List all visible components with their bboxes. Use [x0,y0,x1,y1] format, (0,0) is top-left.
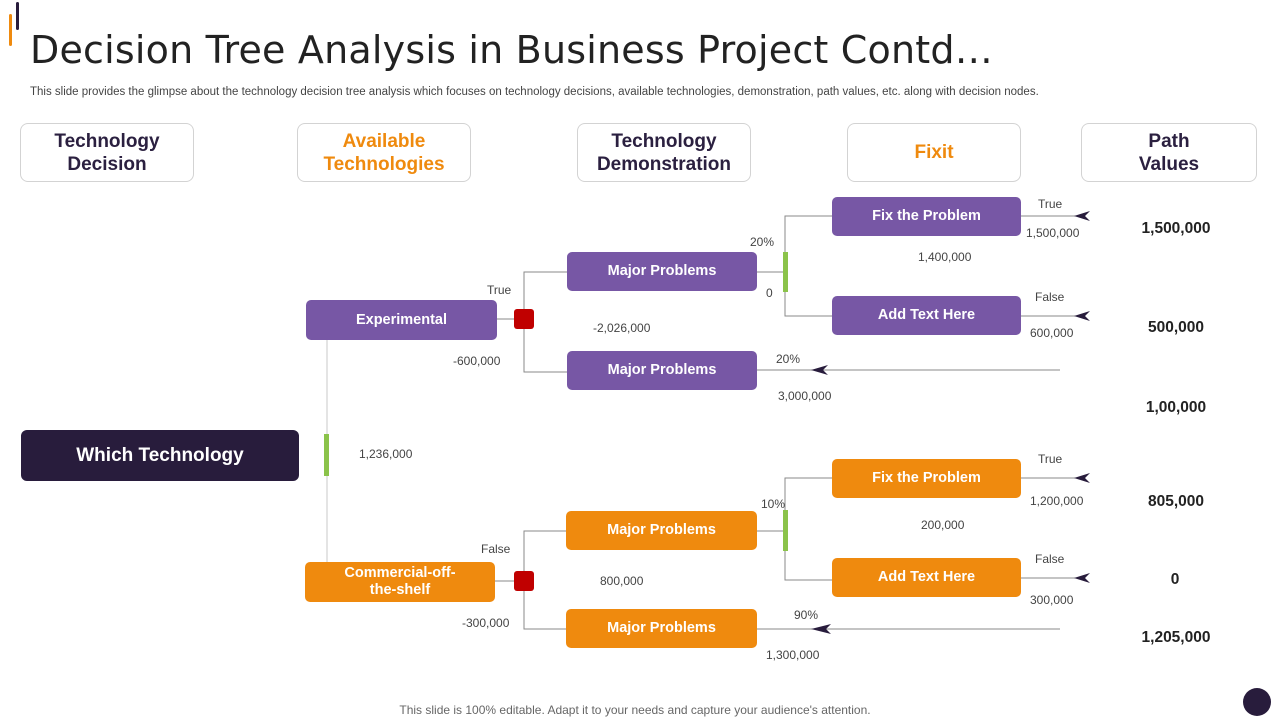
end-arrow-icon [1074,473,1090,483]
exp-major-problems-bottom: Major Problems [567,351,757,390]
accent-bar-orange [9,14,12,46]
chance-node-exp [783,252,788,292]
cots-fix-the-problem: Fix the Problem [832,459,1021,498]
label-cots-fix-value: 1,200,000 [1030,494,1084,508]
label-cots-add-value: 300,000 [1030,593,1074,607]
root-node: Which Technology [21,430,299,481]
label-cots-bottom-value: 1,300,000 [766,648,820,662]
label-exp-value: -600,000 [453,354,501,368]
path-value-5: 0 [1170,571,1180,588]
branch-commercial-off-the-shelf: Commercial-off- the-shelf [305,562,495,602]
label-cots-value: -300,000 [462,616,510,630]
label-cots-mid-value: 200,000 [921,518,965,532]
exp-major-problems-top: Major Problems [567,252,757,291]
header-fixit: Fixit [847,123,1021,182]
header-technology-demonstration: Technology Demonstration [577,123,751,182]
cots-add-text-here: Add Text Here [832,558,1021,597]
footer-note: This slide is 100% editable. Adapt it to… [399,703,871,717]
path-value-6: 1,205,000 [1141,629,1211,646]
path-value-4: 805,000 [1147,493,1205,510]
accent-bar-dark [16,2,19,30]
label-exp-bottom-prob: 20% [776,352,801,366]
end-arrow-icon [811,624,831,634]
label-true: True [487,283,512,297]
header-available-technologies: Available Technologies [297,123,471,182]
label-false: False [481,542,511,556]
label-exp-bottom-value: 3,000,000 [778,389,832,403]
label-false: False [1035,552,1065,566]
chance-node-cots [783,510,788,551]
label-exp-top-prob: 20% [750,235,775,249]
header-path-values: Path Values [1081,123,1257,182]
path-value-3: 1,00,000 [1145,399,1207,416]
cots-major-problems-top: Major Problems [566,511,757,550]
page-title: Decision Tree Analysis in Business Proje… [30,28,993,72]
end-arrow-icon [1074,573,1090,583]
end-arrow-icon [811,365,828,375]
label-cots-bottom-prob: 90% [794,608,819,622]
corner-dot [1243,688,1271,716]
end-arrow-icon [1074,311,1090,321]
label-cots-top-prob: 10% [761,497,786,511]
label-true: True [1038,452,1063,466]
exp-fix-the-problem: Fix the Problem [832,197,1021,236]
decision-node-cots [514,571,534,591]
label-exp-add-value: 600,000 [1030,326,1074,340]
chance-node-root [324,434,329,476]
end-arrow-icon [1074,211,1090,221]
label-false: False [1035,290,1065,304]
label-true: True [1038,197,1063,211]
path-value-1: 1,500,000 [1141,220,1211,237]
label-exp-mid-value: 1,400,000 [918,250,972,264]
label-root-value: 1,236,000 [359,447,413,461]
branch-experimental: Experimental [306,300,497,340]
path-value-2: 500,000 [1147,319,1205,336]
label-cots-decision: 800,000 [600,574,644,588]
cots-major-problems-bottom: Major Problems [566,609,757,648]
page-subtitle: This slide provides the glimpse about th… [30,86,1039,98]
exp-add-text-here: Add Text Here [832,296,1021,335]
decision-node-exp [514,309,534,329]
label-exp-fix-value: 1,500,000 [1026,226,1080,240]
label-exp-top-zero: 0 [766,286,773,300]
header-technology-decision: Technology Decision [20,123,194,182]
label-exp-decision: -2,026,000 [593,321,651,335]
